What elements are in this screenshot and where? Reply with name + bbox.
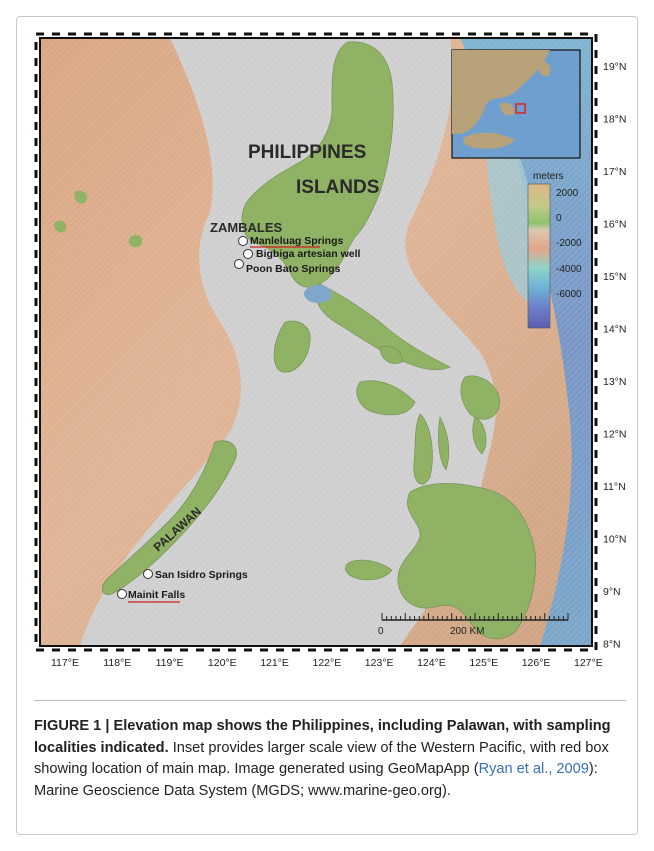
citation-link[interactable]: Ryan et al., 2009	[478, 761, 589, 777]
longitude-label: 120°E	[208, 657, 237, 669]
southern-luzon	[315, 283, 451, 371]
longitude-label: 124°E	[417, 657, 446, 669]
masbate-island	[379, 346, 403, 364]
cebu-island	[438, 416, 450, 471]
longitude-labels: 117°E 118°E 119°E 120°E 121°E 122°E 123°E 124°E…	[51, 657, 603, 669]
latitude-label: 18°N	[603, 114, 626, 126]
legend-colorbar	[527, 183, 551, 329]
palawan-island	[101, 440, 237, 595]
samar-leyte-islands	[460, 375, 501, 420]
map-frame-ticks	[34, 32, 598, 652]
latitude-label: 13°N	[603, 376, 626, 388]
site-label: Mainit Falls	[128, 589, 185, 601]
small-island	[128, 235, 143, 248]
region-label-philippines: PHILIPPINES	[248, 142, 366, 163]
latitude-label: 14°N	[603, 324, 626, 336]
figure-caption: FIGURE 1 | Elevation map shows the Phili…	[34, 716, 626, 802]
caption-title: FIGURE 1 | Elevation map shows the Phili…	[34, 718, 611, 756]
site-label: Poon Bato Springs	[246, 263, 341, 275]
site-label: Manleluag Springs	[250, 235, 344, 247]
small-island	[54, 220, 67, 233]
zamboanga-peninsula	[345, 559, 393, 581]
panay-island	[356, 380, 416, 416]
leyte-island	[472, 416, 487, 455]
laguna-lake	[304, 285, 332, 303]
longitude-label: 121°E	[260, 657, 289, 669]
scale-bar: 0 200 KM	[378, 613, 569, 637]
elevation-map: 19°N 18°N 17°N 16°N 15°N 14°N 13°N 12°N 11°N 10°N…	[34, 32, 626, 669]
legend-tick: -2000	[556, 238, 582, 249]
legend-tick: 2000	[556, 188, 579, 199]
mindoro-island	[273, 320, 311, 373]
caption-text-end: ): Marine Geoscience Data System (MGDS; …	[34, 761, 598, 799]
negros-island	[413, 413, 433, 485]
latitude-labels: 19°N 18°N 17°N 16°N 15°N 14°N 13°N 12°N 11°N 10°N…	[603, 61, 626, 651]
legend-title: meters	[533, 171, 564, 182]
latitude-label: 8°N	[603, 639, 621, 651]
latitude-label: 16°N	[603, 219, 626, 231]
site-label: Bigbiga artesian well	[256, 248, 361, 260]
small-island	[74, 190, 88, 204]
latitude-label: 17°N	[603, 166, 626, 178]
inset-map	[451, 49, 581, 159]
longitude-label: 117°E	[51, 657, 79, 669]
longitude-label: 123°E	[365, 657, 394, 669]
latitude-label: 9°N	[603, 586, 621, 598]
site-marker	[234, 259, 244, 269]
longitude-label: 119°E	[156, 657, 184, 669]
latitude-label: 10°N	[603, 534, 626, 546]
longitude-label: 118°E	[103, 657, 131, 669]
region-label-zambales: ZAMBALES	[210, 220, 283, 235]
longitude-label: 125°E	[469, 657, 498, 669]
legend-tick: -4000	[556, 264, 582, 275]
map-frame	[39, 37, 593, 647]
legend-tick: -6000	[556, 289, 582, 300]
latitude-label: 19°N	[603, 61, 626, 73]
site-marker	[117, 589, 127, 599]
longitude-label: 126°E	[522, 657, 551, 669]
inset-location-box	[515, 103, 526, 114]
caption-divider	[34, 700, 626, 701]
site-label: San Isidro Springs	[155, 569, 248, 581]
caption-text: Inset provides larger scale view of the …	[34, 739, 609, 778]
legend-tick: 0	[556, 213, 562, 224]
longitude-label: 122°E	[313, 657, 342, 669]
luzon-island	[241, 41, 394, 288]
mindanao-island	[397, 483, 536, 640]
scale-label-start: 0	[378, 626, 384, 637]
longitude-label: 127°E	[574, 657, 603, 669]
scale-label-end: 200 KM	[450, 626, 484, 637]
latitude-label: 15°N	[603, 271, 626, 283]
latitude-label: 11°N	[603, 481, 626, 493]
site-marker	[238, 236, 248, 246]
site-marker	[143, 569, 153, 579]
elevation-legend: meters 2000 0 -2000 -4000 -6000	[527, 171, 582, 329]
latitude-label: 12°N	[603, 429, 626, 441]
site-marker	[243, 249, 253, 259]
region-label-islands: ISLANDS	[296, 177, 379, 198]
